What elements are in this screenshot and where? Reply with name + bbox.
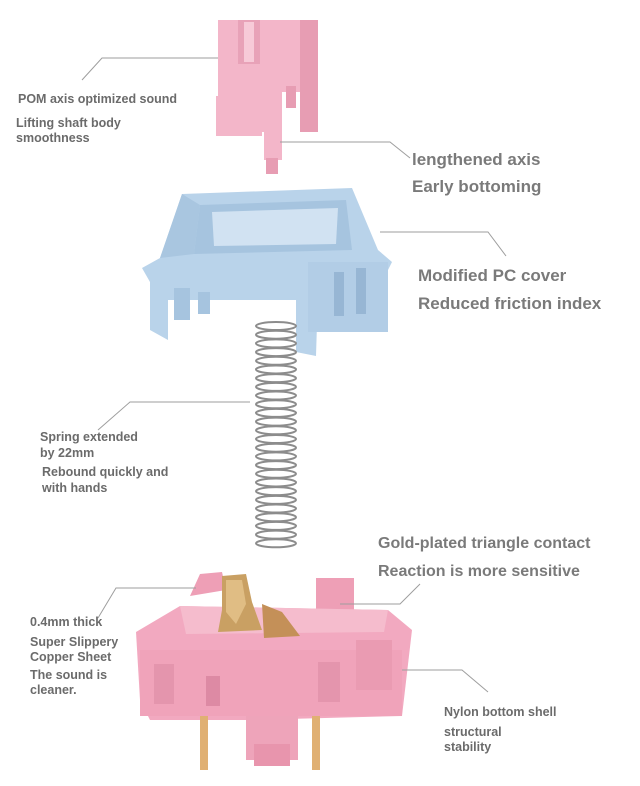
leader-nylon-shell xyxy=(402,669,489,693)
spring-coil xyxy=(255,460,297,471)
spring-coil xyxy=(255,373,297,384)
spring-coil xyxy=(255,381,297,392)
label-with-hands: with hands xyxy=(42,481,108,495)
label-copper-sheet: Copper Sheet xyxy=(30,650,112,664)
label-early-bottoming: Early bottoming xyxy=(412,177,542,196)
spring-coil xyxy=(255,512,297,523)
leader-copper-sheet xyxy=(97,587,196,619)
spring-coil xyxy=(255,468,297,479)
label-stability: stability xyxy=(444,740,492,754)
label-reduced-friction: Reduced friction index xyxy=(418,294,602,313)
spring-coil xyxy=(255,451,297,462)
label-nylon-shell: Nylon bottom shell xyxy=(444,705,557,719)
spring-coil xyxy=(255,494,297,505)
spring-coil xyxy=(255,520,297,531)
spring-coil xyxy=(255,364,297,375)
label-sound-cleaner: The sound is xyxy=(30,668,108,682)
leader-contact xyxy=(340,583,421,605)
leader-spring xyxy=(97,401,250,431)
label-lifting-shaft-2: smoothness xyxy=(16,131,90,145)
label-gold-contact: Gold-plated triangle contact xyxy=(378,535,591,552)
top-housing-component xyxy=(142,188,392,356)
label-rebound: Rebound quickly and xyxy=(42,465,169,479)
label-spring-22mm: by 22mm xyxy=(40,446,95,460)
spring-coil xyxy=(255,407,297,418)
spring-coil xyxy=(255,486,297,497)
spring-coil xyxy=(255,347,297,358)
leader-stem-sound xyxy=(81,57,218,81)
spring-coil xyxy=(255,503,297,514)
leader-pc-cover xyxy=(380,231,507,257)
spring-coil xyxy=(255,321,297,331)
spring-coil xyxy=(255,416,297,427)
leader-lengthened-axis xyxy=(280,141,411,159)
spring-coil xyxy=(255,338,297,349)
spring-coil xyxy=(255,538,297,549)
label-lengthened-axis: lengthened axis xyxy=(412,150,541,169)
label-lifting-shaft: Lifting shaft body xyxy=(16,116,121,130)
spring-coil xyxy=(255,529,297,540)
bottom-shell-component xyxy=(136,572,412,770)
spring-coil xyxy=(255,442,297,453)
label-spring-extended: Spring extended xyxy=(40,430,138,444)
label-cleaner: cleaner. xyxy=(30,683,77,697)
spring-coil xyxy=(255,329,297,340)
label-structural: structural xyxy=(444,725,502,739)
label-pom-axis: POM axis optimized sound xyxy=(18,92,178,106)
spring-coil xyxy=(255,477,297,488)
leader-lines xyxy=(81,57,507,693)
label-reaction-sensitive: Reaction is more sensitive xyxy=(378,563,580,580)
spring-coil xyxy=(255,425,297,436)
spring-coil xyxy=(255,390,297,401)
spring-coil xyxy=(255,355,297,366)
spring-component xyxy=(255,321,297,549)
spring-coil xyxy=(255,399,297,410)
label-thickness: 0.4mm thick xyxy=(30,615,103,629)
stem-component xyxy=(216,20,318,174)
spring-coil xyxy=(255,434,297,444)
label-super-slippery: Super Slippery xyxy=(30,635,119,649)
label-modified-pc-cover: Modified PC cover xyxy=(418,266,567,285)
